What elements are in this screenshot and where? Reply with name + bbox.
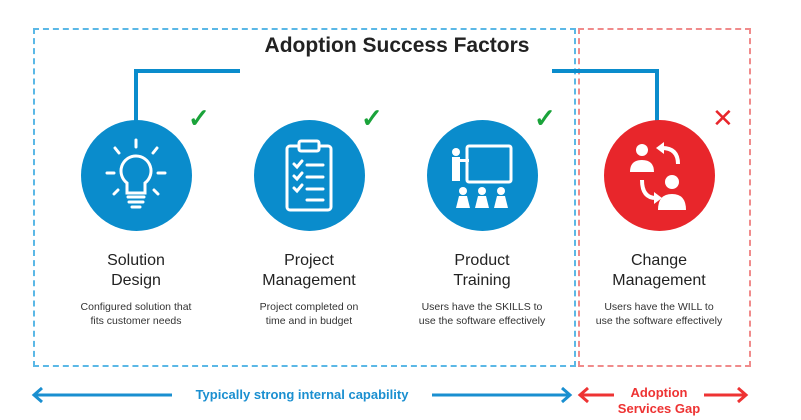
factor-name: Training [453, 272, 511, 289]
factor-description: Users have the SKILLS to [421, 301, 543, 313]
diagram-title: Adoption Success Factors [264, 34, 530, 57]
check-icon: ✓ [188, 103, 210, 133]
factor-description: fits customer needs [90, 315, 182, 327]
bracket-right-vertical [655, 69, 659, 134]
factor-name: Management [262, 272, 356, 289]
factor-description: Project completed on [259, 301, 359, 313]
bracket-left-horizontal [134, 69, 240, 73]
presentation-training-icon [426, 120, 538, 231]
bracket-right-horizontal [552, 69, 659, 73]
bracket-left-vertical [134, 69, 138, 134]
people-exchange-icon [603, 120, 715, 231]
factor-name: Change [630, 252, 688, 269]
internal-capability-region [33, 28, 576, 367]
gap-arrow [577, 386, 749, 404]
factor-solution-design: Solution Design Configured solution that… [51, 120, 221, 328]
factor-change-management: Change Management Users have the WILL to… [574, 120, 744, 328]
factor-name: Solution [107, 252, 165, 269]
factor-name: Design [111, 272, 161, 289]
factor-description: Configured solution that [80, 301, 192, 313]
internal-capability-label: Typically strong internal capability [195, 387, 409, 402]
factor-description: time and in budget [265, 315, 353, 327]
factor-name: Management [612, 272, 706, 289]
services-gap-label-line1: Adoption [630, 385, 688, 400]
internal-arrow [31, 386, 573, 404]
clipboard-checklist-icon [253, 120, 365, 231]
check-icon: ✓ [361, 103, 383, 133]
factor-name: Project [284, 252, 334, 269]
services-gap-region [578, 28, 751, 367]
services-gap-label: Adoption Services Gap [614, 385, 704, 417]
footer-arrows [31, 386, 749, 404]
factor-project-management: Project Management Project completed on … [224, 120, 394, 328]
factor-description: use the software effectively [595, 315, 723, 327]
lightbulb-icon [80, 120, 192, 231]
factor-product-training: Product Training Users have the SKILLS t… [397, 120, 567, 328]
services-gap-label-line2: Services Gap [617, 401, 701, 416]
factor-description: Users have the WILL to [604, 301, 714, 313]
check-icon: ✓ [534, 103, 556, 133]
factor-name: Product [454, 252, 510, 269]
cross-icon: ✕ [712, 103, 734, 133]
factor-description: use the software effectively [418, 315, 546, 327]
